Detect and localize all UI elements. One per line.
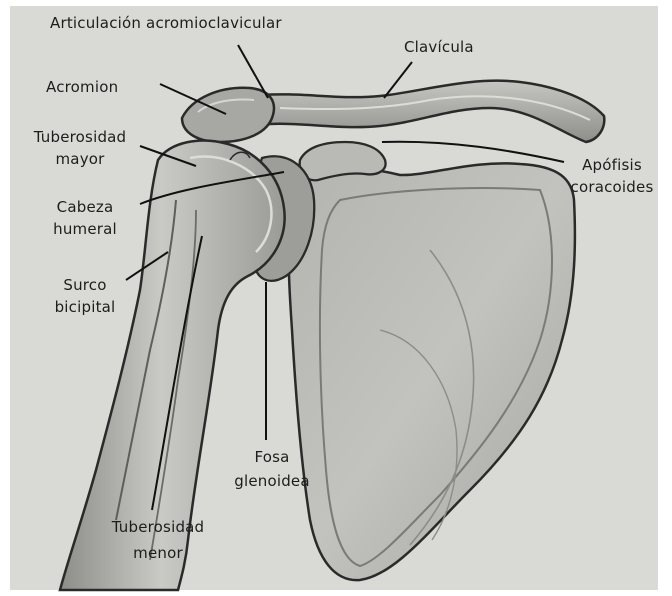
- clavicle: [262, 81, 604, 142]
- label-surco-bicipital-line2: bicipital: [20, 298, 150, 316]
- pointer-apofisis-coracoides: [382, 142, 564, 162]
- label-fosa-glenoidea-line1: Fosa: [222, 448, 322, 466]
- coracoid-process: [300, 142, 386, 180]
- acromion: [182, 88, 274, 142]
- label-tuberosidad-mayor-line2: mayor: [0, 150, 160, 168]
- label-apofisis-coracoides-line1: Apófisis: [556, 156, 668, 174]
- label-cabeza-humeral-line1: Cabeza: [20, 198, 150, 216]
- label-tuberosidad-mayor-line1: Tuberosidad: [0, 128, 160, 146]
- label-surco-bicipital-line1: Surco: [20, 276, 150, 294]
- label-tuberosidad-menor-line2: menor: [78, 544, 238, 562]
- label-articulacion-acromioclavicular: Articulación acromioclavicular: [50, 14, 282, 32]
- scapula: [289, 163, 575, 580]
- label-apofisis-coracoides-line2: coracoides: [556, 178, 668, 196]
- label-acromion: Acromion: [46, 78, 118, 96]
- label-fosa-glenoidea-line2: glenoidea: [222, 472, 322, 490]
- label-clavicula: Clavícula: [404, 38, 474, 56]
- label-cabeza-humeral-line2: humeral: [20, 220, 150, 238]
- label-tuberosidad-menor-line1: Tuberosidad: [78, 518, 238, 536]
